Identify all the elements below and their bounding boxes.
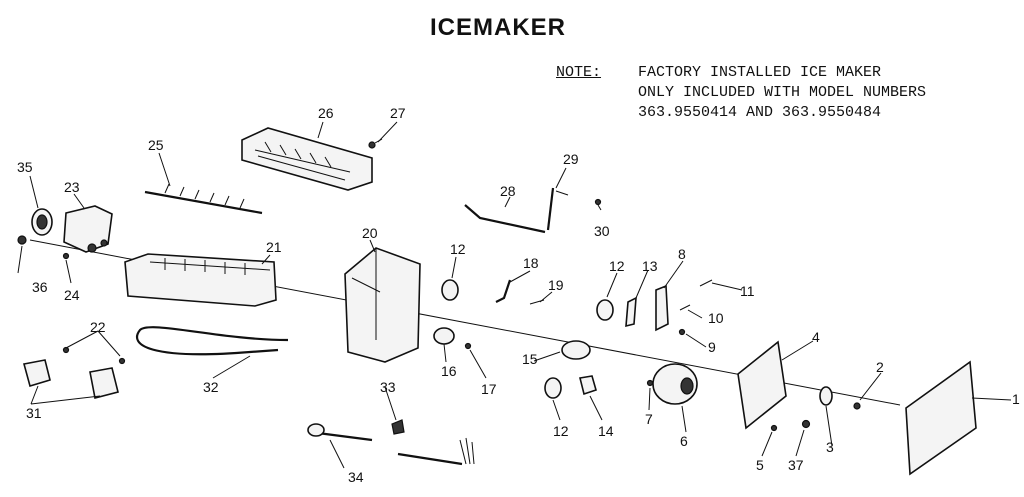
label-15: 15: [522, 351, 538, 367]
label-1: 1: [1012, 391, 1020, 407]
part-14: [579, 375, 597, 396]
part-31-brackets: [23, 359, 119, 399]
label-13: 13: [642, 258, 658, 274]
label-17: 17: [481, 381, 497, 397]
label-25: 25: [148, 137, 164, 153]
label-3: 3: [826, 439, 834, 455]
label-2: 2: [876, 359, 884, 375]
part-2-3-5-37: [770, 386, 861, 432]
label-7: 7: [645, 411, 653, 427]
label-8: 8: [678, 246, 686, 262]
label-12a: 12: [450, 241, 466, 257]
part-1-cover: [905, 360, 977, 476]
label-11: 11: [740, 283, 755, 299]
part-6-7-motor: [646, 363, 698, 405]
label-24: 24: [64, 287, 80, 303]
label-28: 28: [500, 183, 516, 199]
label-19: 19: [548, 277, 564, 293]
label-31: 31: [26, 405, 42, 421]
label-34: 34: [348, 469, 364, 485]
label-22: 22: [90, 319, 106, 335]
label-27: 27: [390, 105, 406, 121]
label-23: 23: [64, 179, 80, 195]
part-12-switches: [441, 279, 614, 399]
part-32-heater: [135, 326, 289, 356]
part-4-plate: [737, 340, 787, 430]
label-10: 10: [708, 310, 724, 326]
label-12b: 12: [609, 258, 625, 274]
note-label: NOTE:: [556, 64, 602, 81]
part-13: [625, 296, 637, 328]
label-9: 9: [708, 339, 716, 355]
label-30: 30: [594, 223, 610, 239]
label-20: 20: [362, 225, 378, 241]
diagram-title: ICEMAKER: [430, 14, 567, 41]
label-12c: 12: [553, 423, 569, 439]
part-8: [655, 284, 669, 332]
part-27-screw: [368, 138, 383, 149]
label-32: 32: [203, 379, 219, 395]
part-35-ring: [31, 208, 53, 236]
part-number-labels: 26 27 25 29 28 30 35 23 36 24 21 20 12 1…: [17, 105, 1020, 485]
part-24-screw: [62, 252, 70, 260]
label-6: 6: [680, 433, 688, 449]
part-20-housing: [344, 247, 421, 363]
note-line-1: FACTORY INSTALLED ICE MAKER: [638, 64, 882, 81]
part-22-screws: [62, 346, 126, 365]
part-23-fill-cup: [63, 205, 113, 253]
label-5: 5: [756, 457, 764, 473]
note-line-2: ONLY INCLUDED WITH MODEL NUMBERS: [638, 84, 927, 101]
part-15: [561, 340, 591, 360]
label-29: 29: [563, 151, 579, 167]
part-9-10-11-screws: [678, 279, 713, 336]
part-26-cover: [241, 127, 373, 191]
label-16: 16: [441, 363, 457, 379]
label-37: 37: [788, 457, 804, 473]
part-25-ejector: [144, 183, 263, 215]
label-36: 36: [32, 279, 48, 295]
label-35: 35: [17, 159, 33, 175]
part-33-34-harness: [307, 419, 475, 466]
label-33: 33: [380, 379, 396, 395]
part-18-19: [495, 279, 545, 305]
part-36-nut: [17, 235, 27, 245]
note-line-3: 363.9550414 AND 363.9550484: [638, 104, 882, 121]
part-16-17: [433, 327, 472, 350]
part-21-mold: [124, 253, 277, 307]
label-18: 18: [523, 255, 539, 271]
part-28-29-30: [464, 187, 602, 234]
label-14: 14: [598, 423, 614, 439]
label-21: 21: [266, 239, 282, 255]
label-26: 26: [318, 105, 334, 121]
label-4: 4: [812, 329, 820, 345]
